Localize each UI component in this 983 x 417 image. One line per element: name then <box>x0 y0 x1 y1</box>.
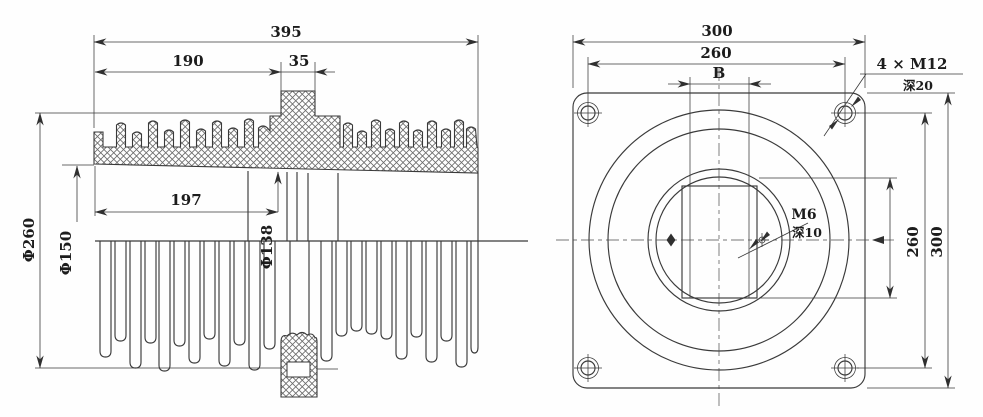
bottom-terminal-block <box>280 331 318 398</box>
lower-fin-stack <box>95 240 528 372</box>
dim-label-260-top: 260 <box>700 44 731 62</box>
dim-inner-opening <box>759 177 897 299</box>
callout-corner-bolts: 4 × M12 深20 <box>823 55 963 137</box>
dim-label-395: 395 <box>270 23 301 41</box>
callout-label-depth10: 深10 <box>792 225 822 240</box>
callout-label-M6: M6 <box>791 207 816 223</box>
dim-label-dia138: Φ138 <box>258 225 276 269</box>
dim-label-dia260: Φ260 <box>20 218 38 262</box>
terminal-slot <box>286 361 311 378</box>
bolt-hole-bottom-right <box>831 354 859 382</box>
centerline-arrow <box>872 236 884 244</box>
dim-label-197: 197 <box>170 191 201 209</box>
dim-label-B: B <box>713 64 726 82</box>
dim-label-260-side: 260 <box>904 226 922 257</box>
dim-label-dia150: Φ150 <box>57 231 75 275</box>
dim-label-35: 35 <box>289 52 310 70</box>
bolt-hole-top-right <box>831 99 859 127</box>
bolt-hole-top-left <box>574 99 602 127</box>
corner-bolt-holes <box>574 99 859 382</box>
screw-marker-left <box>666 233 676 247</box>
dim-tube-diameter: Φ138 <box>258 171 282 269</box>
dim-flange-length: 197 <box>94 166 279 216</box>
front-flange-view: 4 × M12 深20 M6 深10 300 260 B <box>556 22 963 410</box>
bolt-hole-bottom-left <box>574 354 602 382</box>
dim-shed-diameter: Φ260 <box>20 112 338 370</box>
callout-label-4xM12: 4 × M12 <box>877 55 948 73</box>
dim-flange-height-side: 300 <box>867 92 955 389</box>
dim-label-300-side: 300 <box>928 226 946 257</box>
centerlines <box>556 68 897 410</box>
dim-slot-width: B <box>668 64 771 88</box>
dim-bolt-spacing-top: 260 <box>587 44 846 99</box>
dim-upper-left-length: 190 <box>94 52 316 91</box>
dim-overall-length: 395 <box>93 23 479 170</box>
callout-center-screw: M6 深10 <box>737 207 822 259</box>
dim-label-190: 190 <box>172 52 203 70</box>
dim-boss-width: 35 <box>281 52 335 76</box>
dim-bolt-spacing-side: 260 <box>857 112 932 369</box>
center-conductor-tube <box>247 171 479 335</box>
callout-label-depth20: 深20 <box>903 78 933 93</box>
dim-flange-width-top: 300 <box>572 22 866 88</box>
upper-insulator-body <box>93 90 479 174</box>
side-section-view: 395 190 35 197 Φ138 Φ150 <box>20 23 528 398</box>
dim-lower-fin-diameter: Φ150 <box>57 164 94 275</box>
dim-label-300-top: 300 <box>701 22 732 40</box>
center-screw-markers <box>666 233 769 247</box>
